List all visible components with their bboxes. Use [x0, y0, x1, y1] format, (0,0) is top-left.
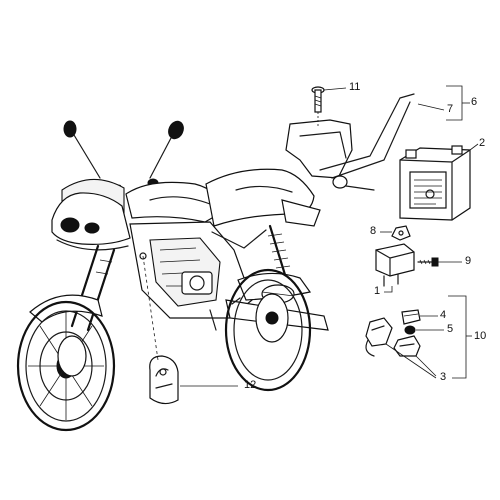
front-fairing	[51, 178, 131, 251]
connector-body-part	[393, 335, 421, 357]
connector-cap-part	[401, 309, 421, 325]
callout-2: 2	[479, 137, 486, 149]
rear-shock	[267, 224, 291, 280]
seat-and-tail	[205, 168, 321, 227]
callout-6: 6	[471, 96, 478, 108]
callout-4: 4	[440, 309, 447, 321]
screw-nine-part	[417, 257, 439, 267]
callout-5: 5	[447, 323, 454, 335]
connector-nut-part	[404, 325, 416, 335]
screw-part	[311, 86, 325, 113]
callout-8: 8	[370, 225, 377, 237]
callout-11: 11	[349, 81, 361, 93]
left-mirror	[63, 120, 101, 179]
front-wheel	[16, 300, 116, 432]
nut-part	[391, 225, 411, 241]
connector-clip-part	[365, 317, 393, 347]
callout-10: 10	[474, 330, 487, 342]
battery-part	[399, 145, 471, 221]
frame-clip-part	[149, 355, 179, 405]
rear-wheel	[224, 268, 312, 392]
callout-9: 9	[465, 255, 472, 267]
battery-bracket	[285, 93, 415, 191]
relay-part	[375, 243, 415, 287]
engine-block	[129, 221, 267, 319]
callout-1: 1	[374, 285, 381, 297]
callout-12: 12	[244, 379, 257, 391]
motorcycle-illustration	[16, 120, 329, 432]
callout-7: 7	[447, 103, 454, 115]
right-mirror	[149, 120, 184, 179]
callout-3: 3	[440, 371, 447, 383]
